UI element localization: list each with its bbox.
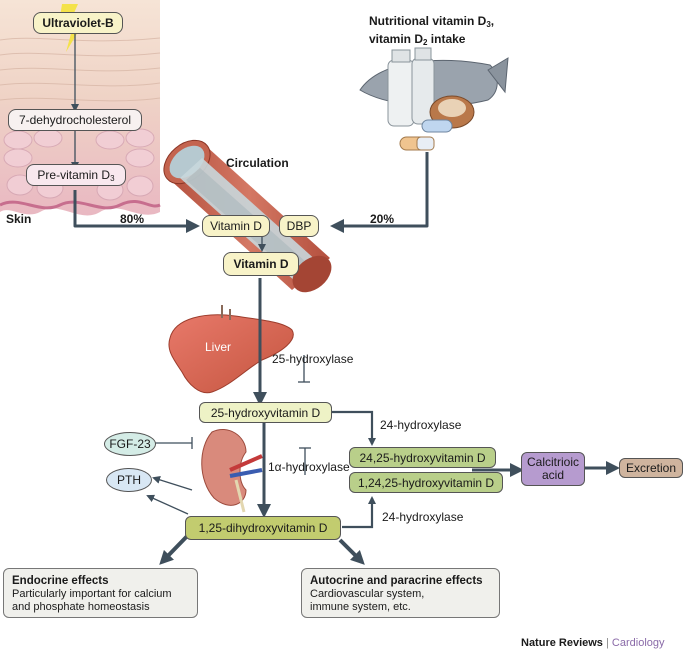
- autocrine-effects-text-2: immune system, etc.: [310, 601, 411, 613]
- excretion-box: Excretion: [619, 458, 683, 478]
- autocrine-effects-text-1: Cardiovascular system,: [310, 588, 425, 600]
- hydroxyvitamin-2425-label: 24,25-hydroxyvitamin D: [359, 450, 486, 465]
- diet-percent: 20%: [370, 212, 395, 226]
- hydroxylase-24-top-label: 24-hydroxylase: [380, 418, 462, 432]
- credit-separator: |: [606, 637, 609, 649]
- uvb-box: Ultraviolet-B: [33, 12, 123, 34]
- food-illustration: [359, 47, 509, 151]
- vitamin-d-box: Vitamin D: [223, 252, 299, 276]
- dbp-label: DBP: [286, 219, 312, 233]
- credit-line: Nature Reviews | Cardiology: [521, 637, 665, 649]
- liver-label: Liver: [205, 340, 232, 354]
- dbp-box: DBP: [279, 215, 319, 237]
- endocrine-effects-title: Endocrine effects: [12, 575, 109, 587]
- vitamin-d-label: Vitamin D: [233, 257, 289, 271]
- skin-label: Skin: [6, 212, 32, 226]
- hydroxylase-1a-label: 1α-hydroxylase: [268, 460, 350, 474]
- hydroxylase-25-label: 25-hydroxylase: [272, 352, 354, 366]
- liver-illustration: [168, 305, 294, 394]
- previtamin-label: Pre-vitamin D3: [37, 167, 115, 183]
- pth-label: PTH: [117, 473, 141, 487]
- hydroxyvitamin-12425-box: 1,24,25-hydroxyvitamin D: [349, 472, 503, 493]
- dihydroxyvitamin-label: 1,25-dihydroxyvitamin D: [198, 521, 328, 535]
- autocrine-effects-box: Autocrine and paracrine effects Cardiova…: [301, 568, 500, 618]
- vitamin-d-bound-label: Vitamin D: [210, 219, 262, 233]
- autocrine-effects-title: Autocrine and paracrine effects: [310, 575, 483, 587]
- kidney-illustration: [201, 429, 263, 513]
- uvb-label: Ultraviolet-B: [42, 16, 114, 30]
- circulation-title: Circulation: [226, 156, 289, 170]
- previtamin-box: Pre-vitamin D3: [26, 164, 126, 186]
- credit-journal: Nature Reviews: [521, 637, 603, 649]
- dehydrocholesterol-box: 7-dehydrocholesterol: [8, 109, 142, 131]
- diet-label: Nutritional vitamin D3, vitamin D2 intak…: [369, 14, 495, 47]
- fgf23-label: FGF-23: [109, 437, 151, 451]
- hydroxyvitamin-12425-label: 1,24,25-hydroxyvitamin D: [357, 475, 495, 490]
- fgf23-oval: FGF-23: [104, 432, 156, 456]
- excretion-label: Excretion: [625, 461, 677, 475]
- flow-arrows: [73, 152, 429, 518]
- dehydrocholesterol-label: 7-dehydrocholesterol: [18, 113, 132, 127]
- endocrine-effects-text-2: and phosphate homeostasis: [12, 601, 150, 613]
- endocrine-effects-text-1: Particularly important for calcium: [12, 588, 172, 600]
- pth-oval: PTH: [106, 468, 152, 492]
- hydroxylase-24-bottom-label: 24-hydroxylase: [382, 510, 464, 524]
- credit-section: Cardiology: [611, 637, 665, 649]
- hydroxyvitamin-25-label: 25-hydroxyvitamin D: [210, 405, 321, 420]
- calcitroic-label: Calcitrioic acid: [526, 455, 579, 482]
- thin-arrows: [71, 32, 620, 565]
- endocrine-effects-box: Endocrine effects Particularly important…: [3, 568, 198, 618]
- calcitroic-box: Calcitrioic acid: [521, 452, 585, 486]
- skin-percent: 80%: [120, 212, 145, 226]
- dihydroxyvitamin-box: 1,25-dihydroxyvitamin D: [185, 516, 341, 540]
- hydroxyvitamin-2425-box: 24,25-hydroxyvitamin D: [349, 447, 496, 468]
- hydroxyvitamin-25-box: 25-hydroxyvitamin D: [199, 402, 332, 423]
- vitamin-d-bound-box: Vitamin D: [202, 215, 270, 237]
